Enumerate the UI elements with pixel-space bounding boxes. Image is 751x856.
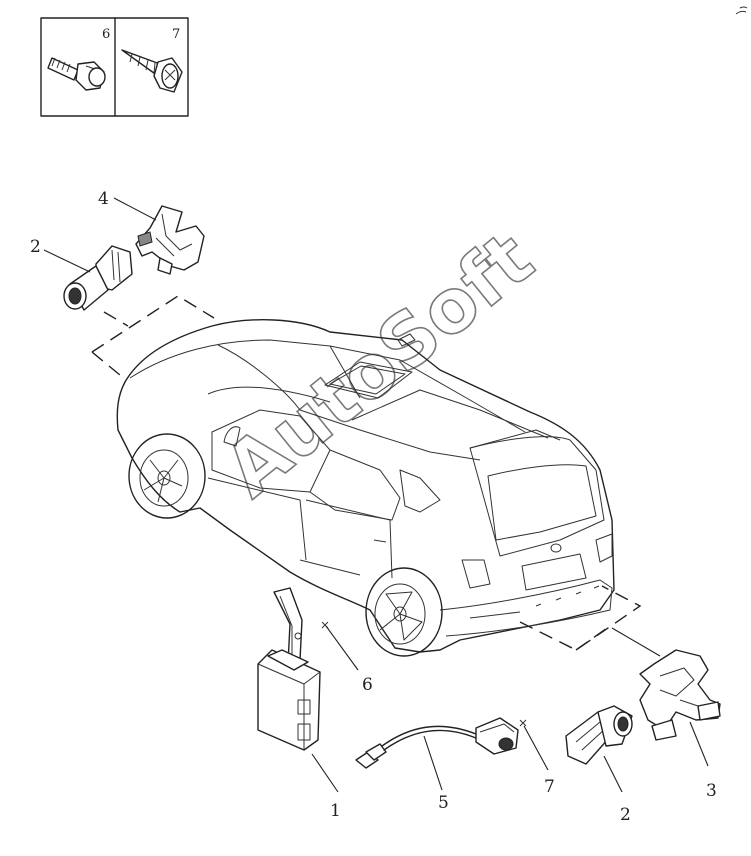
front-parking-sensor — [63, 245, 133, 311]
screw-icon — [121, 49, 183, 93]
leader-5 — [423, 735, 443, 791]
fastener-inset: 6 7 — [40, 17, 189, 117]
leader-7 — [523, 725, 549, 771]
corner-mark — [735, 6, 748, 15]
dashed-front-bracket — [91, 295, 215, 353]
screw-marker — [519, 719, 527, 727]
front-sensor-bracket — [135, 205, 205, 275]
callout-2b: 2 — [620, 805, 631, 825]
inset-label-6: 6 — [102, 27, 110, 42]
leader-4 — [113, 197, 157, 221]
dashed-rear-bracket — [519, 585, 642, 651]
bolt-icon — [47, 57, 106, 91]
vehicle-illustration — [116, 319, 615, 657]
callout-6: 6 — [362, 675, 373, 695]
rear-sensor-bracket — [639, 649, 721, 741]
leader-3 — [689, 721, 709, 767]
leader-2b — [603, 755, 623, 793]
callout-1: 1 — [330, 801, 341, 821]
leader-2a — [43, 249, 91, 273]
leader-6 — [325, 625, 359, 671]
parking-control-module — [257, 587, 321, 751]
dashed-front-sensor — [103, 311, 129, 327]
callout-2a: 2 — [30, 237, 41, 257]
leader-1 — [311, 753, 339, 793]
inset-label-7: 7 — [172, 27, 180, 42]
sensor-wiring-harness — [355, 717, 519, 769]
callout-3: 3 — [706, 781, 717, 801]
callout-4: 4 — [98, 189, 109, 209]
callout-5: 5 — [438, 793, 449, 813]
dashed-rear-lower — [575, 625, 611, 651]
rear-parking-sensor — [565, 705, 633, 765]
callout-7: 7 — [544, 777, 555, 797]
dashed-front-lower — [91, 351, 127, 381]
leader-rear-bracket — [611, 627, 661, 657]
